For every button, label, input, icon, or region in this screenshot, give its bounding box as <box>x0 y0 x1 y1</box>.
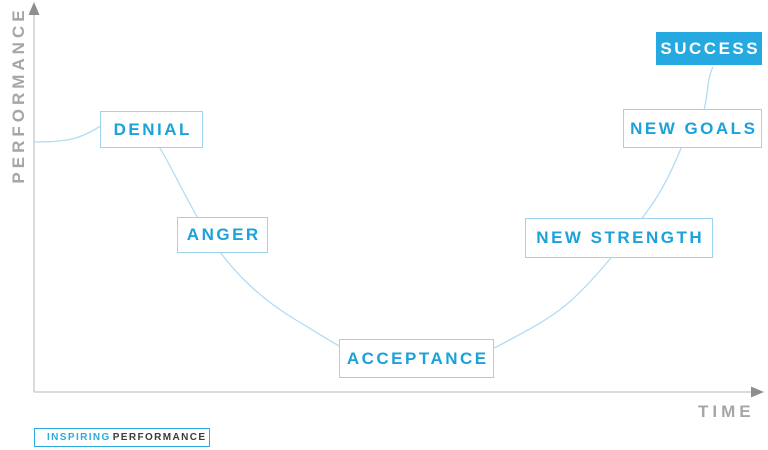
x-axis-label: TIME <box>698 402 755 421</box>
stage-box-anger: ANGER <box>177 217 268 253</box>
stage-box-new-goals: NEW GOALS <box>623 109 762 148</box>
y-axis-arrow-icon <box>28 2 40 15</box>
stage-box-acceptance: ACCEPTANCE <box>339 339 494 378</box>
stage-label-new-strength: NEW STRENGTH <box>536 228 705 247</box>
x-axis-arrow-icon <box>751 386 764 398</box>
stage-label-denial: DENIAL <box>113 119 192 139</box>
stage-label-anger: ANGER <box>186 225 261 244</box>
logo-text-performance: PERFORMANCE <box>112 432 207 443</box>
stage-box-success: SUCCESS <box>656 32 762 65</box>
stage-box-denial: DENIAL <box>100 111 203 148</box>
logo-text-inspiring: INSPIRING <box>47 432 111 443</box>
stage-label-new-goals: NEW GOALS <box>630 118 758 138</box>
stage-label-acceptance: ACCEPTANCE <box>346 348 489 368</box>
stage-box-new-strength: NEW STRENGTH <box>525 218 713 258</box>
y-axis-label: PERFORMANCE <box>9 6 28 184</box>
stage-label-success: SUCCESS <box>660 38 761 58</box>
inspiring-performance-logo: INSPIRING PERFORMANCE <box>34 428 210 447</box>
